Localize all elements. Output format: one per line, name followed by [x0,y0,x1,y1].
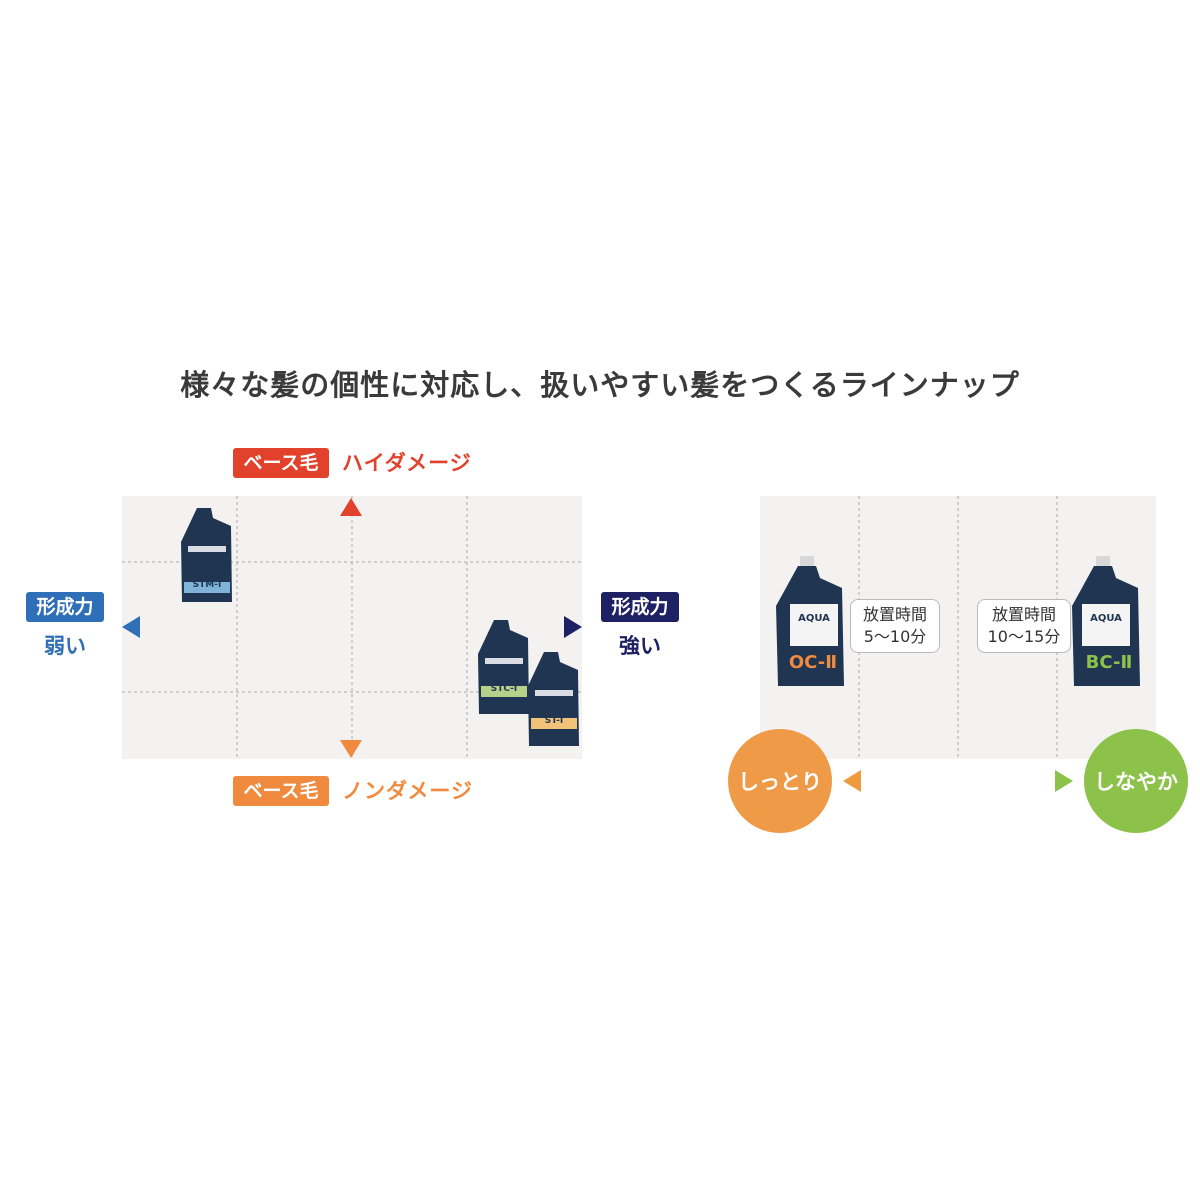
moist-circle: しっとり [728,729,832,833]
texture-arrow [843,770,1073,792]
time-bubble-bc: 放置時間 10〜15分 [977,599,1071,653]
product-bottle-stc [478,620,529,714]
damage-arrow [340,498,362,758]
bottom-base-hair-tag: ベース毛 [233,776,329,806]
time-bubble-oc-line2: 5〜10分 [863,627,927,646]
bottle-stm-label: STM-I [192,580,222,590]
bottle-oc-code: OC-Ⅱ [788,652,838,673]
page-heading: 様々な髪の個性に対応し、扱いやすい髪をつくるラインナップ [180,368,1020,402]
top-high-damage-label: ハイダメージ [342,451,472,475]
time-bubble-oc: 放置時間 5〜10分 [850,599,940,653]
right-strong-label: 強い [619,634,661,658]
product-bottle-stm [181,508,232,602]
product-bottle-st [528,652,579,746]
time-bubble-bc-line2: 10〜15分 [987,627,1061,646]
left-weak-label: 弱い [44,634,86,658]
time-bubble-bc-line1: 放置時間 [991,605,1056,624]
bottle-stc-label: STC-I [490,684,518,694]
product-bottle-bc [1072,556,1140,686]
bottle-oc-brand: AQUA [798,613,830,624]
supple-circle: しなやか [1084,729,1188,833]
time-bubble-oc-line1: 放置時間 [862,605,927,624]
right-grid-lines [858,496,1058,759]
product-bottle-oc [776,556,844,686]
left-strength-tag: 形成力 [26,592,104,622]
bottle-bc-code: BC-Ⅱ [1085,652,1133,673]
bottle-bc-brand: AQUA [1090,613,1122,624]
right-strength-tag: 形成力 [601,592,679,622]
top-base-hair-tag: ベース毛 [233,448,329,478]
bottom-non-damage-label: ノンダメージ [342,779,473,803]
bottle-st-label: ST-I [544,716,564,726]
